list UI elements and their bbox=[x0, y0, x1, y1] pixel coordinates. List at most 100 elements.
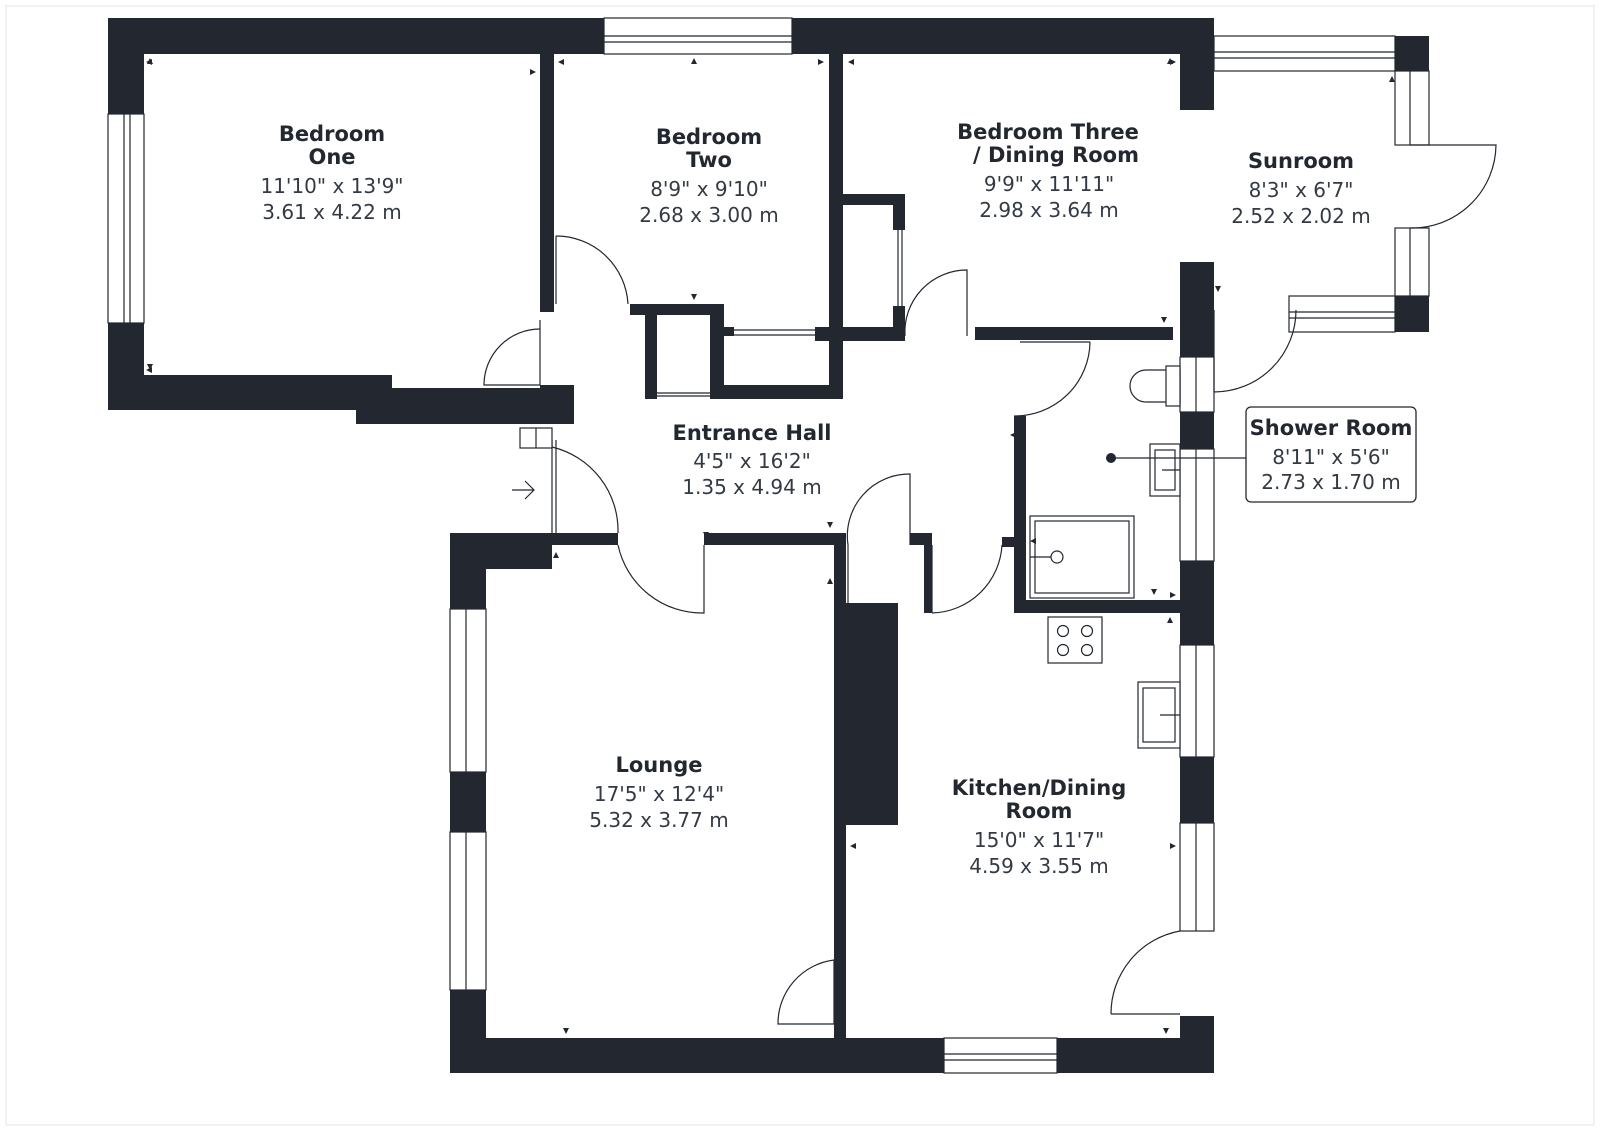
room-bedroom-one: Bedroom One 11'10" x 13'9" 3.61 x 4.22 m bbox=[260, 122, 403, 224]
room-dim-imperial: 4'5" x 16'2" bbox=[693, 449, 811, 473]
window-sunroom-right-top bbox=[1394, 70, 1430, 146]
room-dim-imperial: 8'11" x 5'6" bbox=[1272, 445, 1390, 469]
window-kitchen-bottom bbox=[943, 1037, 1058, 1074]
room-dim-metric: 2.52 x 2.02 m bbox=[1231, 204, 1370, 228]
room-name: Room bbox=[1006, 799, 1073, 823]
room-name: Two bbox=[686, 148, 732, 172]
door-kitchen-hall bbox=[846, 473, 911, 603]
wall-bottom-right bbox=[1057, 1038, 1214, 1073]
wall-shower-right-bottom bbox=[1180, 561, 1214, 645]
window-lounge-top bbox=[449, 608, 487, 773]
room-lounge: Lounge 17'5" x 12'4" 5.32 x 3.77 m bbox=[589, 753, 728, 832]
room-name: Shower Room bbox=[1250, 416, 1413, 440]
room-name: Kitchen/Dining bbox=[952, 776, 1127, 800]
wall-cupboard-right bbox=[710, 315, 724, 399]
room-name: Bedroom Three bbox=[957, 120, 1139, 144]
room-dim-metric: 5.32 x 3.77 m bbox=[589, 808, 728, 832]
room-name: One bbox=[308, 145, 355, 169]
wall-top-right bbox=[792, 18, 1214, 54]
door-bedroom-three bbox=[904, 269, 968, 337]
window-lounge-bottom bbox=[449, 831, 487, 991]
wall-lounge-top-left bbox=[450, 533, 552, 569]
wall-lounge-left-mid bbox=[450, 772, 486, 832]
room-shower-room: Shower Room 8'11" x 5'6" 2.73 x 1.70 m bbox=[1245, 406, 1417, 503]
room-name: Entrance Hall bbox=[673, 421, 832, 445]
room-name: Bedroom bbox=[656, 125, 762, 149]
entrance-arrow-icon bbox=[512, 480, 535, 500]
wall-b2-bottom bbox=[630, 304, 724, 315]
wall-cupboard-left bbox=[645, 315, 657, 399]
sunroom-corner-bottom bbox=[1395, 296, 1429, 332]
room-bedroom-two: Bedroom Two 8'9" x 9'10" 2.68 x 3.00 m bbox=[639, 125, 778, 227]
door-lounge bbox=[617, 544, 705, 614]
window-shower bbox=[1179, 448, 1215, 562]
room-dim-imperial: 15'0" x 11'7" bbox=[974, 828, 1104, 852]
window-bedroom-one bbox=[107, 113, 145, 324]
door-sunroom-external bbox=[1409, 144, 1497, 229]
wall-b1-b2 bbox=[540, 54, 554, 312]
wall-b3-bottom bbox=[975, 327, 1173, 340]
wall-b3-stub bbox=[815, 327, 905, 341]
room-dim-metric: 2.68 x 3.00 m bbox=[639, 203, 778, 227]
wall-lounge-left-bottom bbox=[450, 990, 486, 1073]
wall-b2-right bbox=[829, 54, 843, 396]
wall-chimney-breast bbox=[834, 603, 898, 825]
room-dim-metric: 1.35 x 4.94 m bbox=[682, 475, 821, 499]
door-kitchen-passage bbox=[931, 544, 1003, 614]
page-border bbox=[5, 5, 1595, 1126]
door-bedroom-one bbox=[483, 328, 541, 386]
room-dim-imperial: 8'3" x 6'7" bbox=[1249, 178, 1354, 202]
wall-cupboard-bottom bbox=[710, 385, 843, 399]
sunroom-corner-top bbox=[1395, 36, 1429, 71]
window-shower-top bbox=[1179, 356, 1215, 413]
wall-b1-bottom-step bbox=[356, 388, 574, 424]
wall-lounge-top-a bbox=[552, 533, 618, 545]
room-name: Bedroom bbox=[279, 122, 385, 146]
room-bedroom-three: Bedroom Three / Dining Room 9'9" x 11'11… bbox=[957, 120, 1139, 222]
wall-hall-corner bbox=[540, 385, 574, 424]
window-sunroom-right-bottom bbox=[1394, 227, 1430, 297]
door-lounge-kitchen bbox=[777, 959, 835, 1025]
wall-top-left bbox=[108, 18, 604, 54]
window-sunroom-bottom bbox=[1288, 295, 1396, 333]
window-sunroom-top bbox=[1213, 35, 1396, 72]
wall-lounge-top-b bbox=[704, 533, 844, 545]
room-dim-metric: 2.98 x 3.64 m bbox=[979, 198, 1118, 222]
room-dim-metric: 4.59 x 3.55 m bbox=[969, 854, 1108, 878]
wall-sunroom-pier-bottom bbox=[1180, 262, 1214, 357]
wall-b1-bottom bbox=[108, 375, 392, 410]
wall-b1-left-top bbox=[108, 18, 144, 114]
room-dim-metric: 2.73 x 1.70 m bbox=[1261, 470, 1400, 494]
wall-b3-recess-bot bbox=[893, 306, 905, 341]
room-sunroom: Sunroom 8'3" x 6'7" 2.52 x 2.02 m bbox=[1231, 149, 1370, 228]
room-kitchen-dining: Kitchen/Dining Room 15'0" x 11'7" 4.59 x… bbox=[952, 776, 1127, 878]
door-kitchen-external bbox=[1110, 930, 1181, 1015]
room-name: Lounge bbox=[616, 753, 703, 777]
room-dim-metric: 3.61 x 4.22 m bbox=[262, 200, 401, 224]
room-dim-imperial: 11'10" x 13'9" bbox=[260, 174, 403, 198]
door-front bbox=[551, 446, 619, 534]
toilet-cistern bbox=[1165, 365, 1181, 407]
room-name: Sunroom bbox=[1248, 149, 1354, 173]
shower-room-label-box bbox=[1245, 406, 1417, 503]
door-sunroom-inner bbox=[1213, 309, 1297, 393]
fixtures bbox=[1029, 365, 1246, 749]
wall-shower-bottom bbox=[1014, 600, 1180, 613]
door-shower-room bbox=[1013, 341, 1091, 417]
room-dim-imperial: 8'9" x 9'10" bbox=[650, 177, 768, 201]
wall-shower-stub bbox=[1002, 537, 1014, 547]
wall-bottom-left bbox=[450, 1038, 944, 1073]
wall-stub bbox=[724, 327, 734, 336]
wall-b3-recess-top bbox=[843, 194, 905, 205]
room-name: / Dining Room bbox=[973, 143, 1139, 167]
wall-kitchen-pier-v bbox=[924, 533, 932, 613]
doors bbox=[483, 144, 1497, 1025]
window-kitchen-right-top bbox=[1179, 644, 1215, 758]
room-dim-imperial: 17'5" x 12'4" bbox=[594, 782, 724, 806]
room-entrance-hall: Entrance Hall 4'5" x 16'2" 1.35 x 4.94 m bbox=[673, 421, 832, 499]
wall-kitchen-right-mid bbox=[1180, 757, 1214, 823]
room-dim-imperial: 9'9" x 11'11" bbox=[984, 172, 1114, 196]
wall-lounge-stub bbox=[834, 1022, 846, 1038]
door-bedroom-two bbox=[555, 235, 629, 305]
